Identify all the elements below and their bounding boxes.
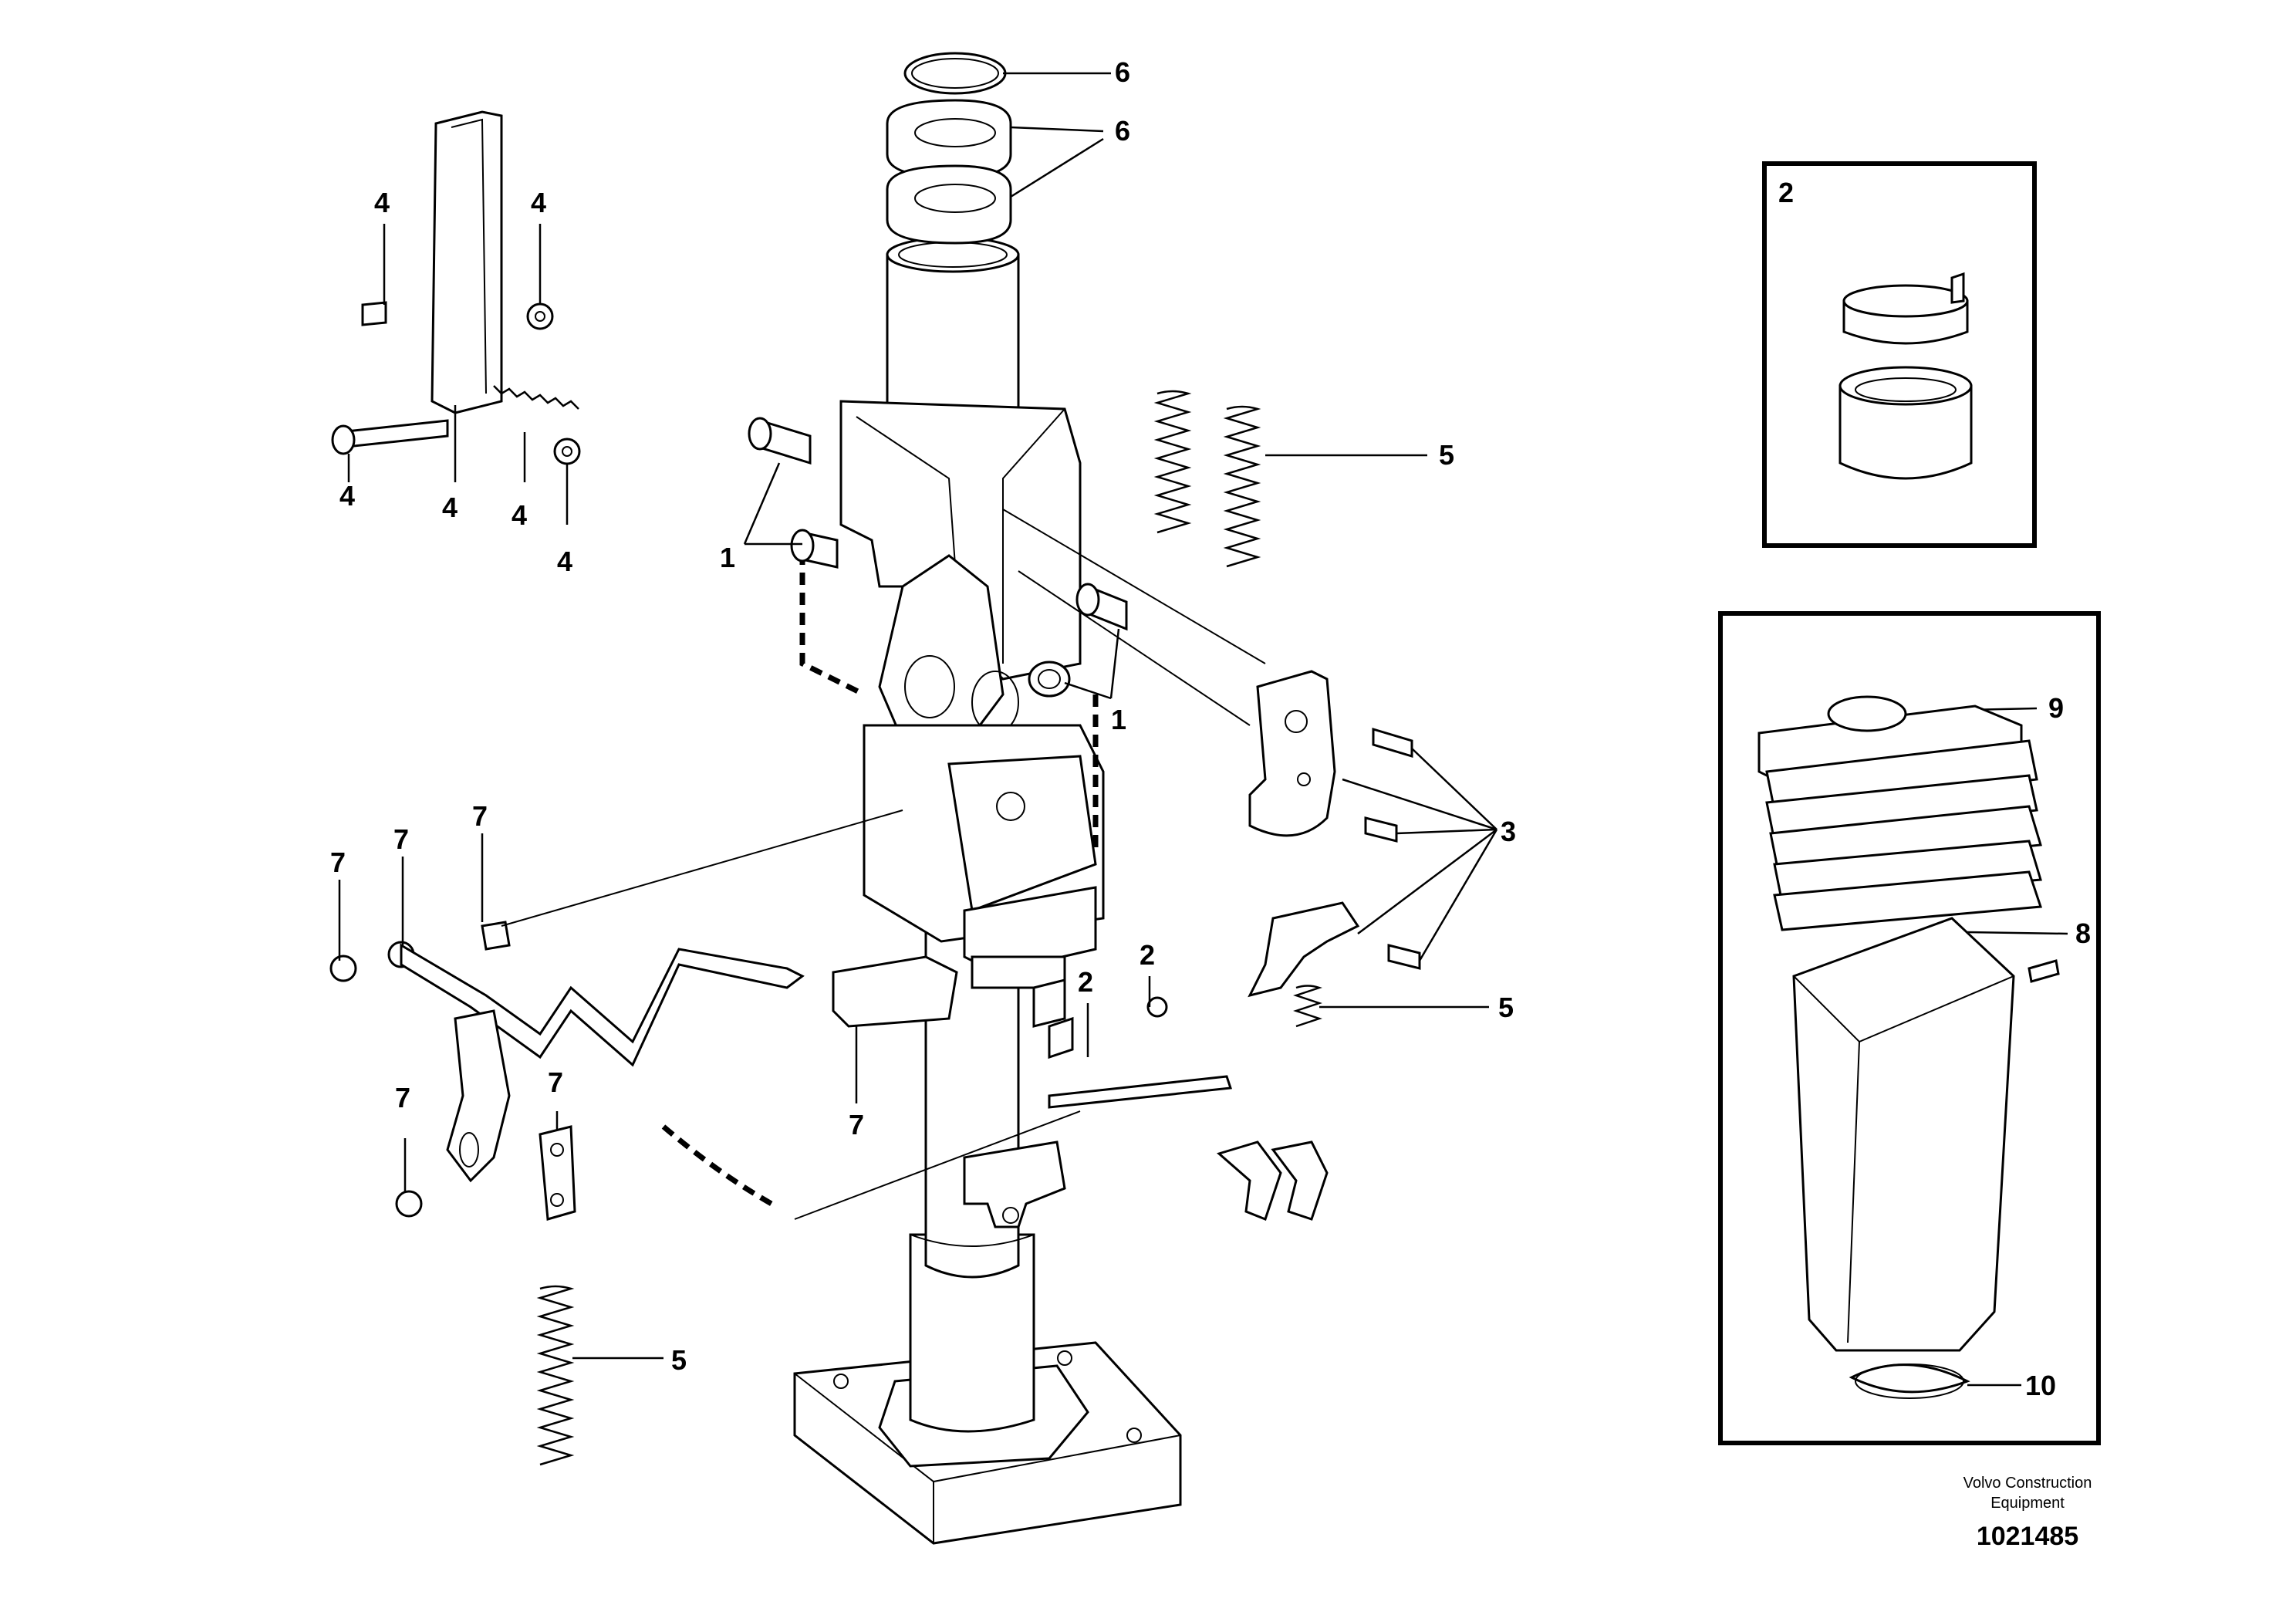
linkage-parts [329, 921, 1329, 1221]
leader-lines [338, 72, 2068, 1387]
bearing-set [886, 52, 1012, 245]
callout-6a: 6 [1115, 56, 1130, 88]
latch-parts [1248, 670, 1421, 998]
callout-9: 9 [2048, 692, 2064, 724]
callout-5a: 5 [1439, 439, 1454, 471]
callout-7f: 7 [548, 1066, 563, 1098]
callout-4e: 4 [512, 499, 527, 531]
callout-4a: 4 [374, 187, 390, 218]
inset-detail-boot [1718, 611, 2101, 1445]
callout-5b: 5 [1498, 992, 1514, 1023]
bushing-parts [748, 417, 1128, 698]
lever-arm-assembly [331, 110, 581, 465]
callout-3: 3 [1501, 816, 1516, 847]
callout-1b: 1 [1111, 704, 1126, 735]
callout-7a: 7 [330, 846, 346, 878]
publisher-credit: Volvo Construction Equipment 1021485 [1963, 1475, 2092, 1551]
callout-7e: 7 [395, 1082, 410, 1113]
steering-column-assembly [661, 236, 1182, 1545]
callout-4b: 4 [531, 187, 546, 218]
callout-7c: 7 [472, 800, 488, 832]
callout-labels: 6 6 4 4 4 4 4 4 5 1 1 3 7 7 7 2 2 5 7 7 … [330, 56, 2091, 1401]
inset-detail-2 [1762, 161, 2037, 548]
callout-2a: 2 [1140, 939, 1155, 971]
callout-2b: 2 [1078, 966, 1093, 998]
spring-parts [536, 390, 1322, 1466]
callout-5c: 5 [671, 1344, 687, 1376]
document-number: 1021485 [1977, 1522, 2078, 1551]
callout-2-inset: 2 [1778, 177, 1794, 208]
callout-10: 10 [2025, 1370, 2056, 1401]
callout-7d: 7 [849, 1109, 864, 1140]
callout-1a: 1 [720, 542, 735, 573]
callout-7b: 7 [393, 823, 409, 855]
credit-line-1: Volvo Construction [1963, 1475, 2092, 1492]
callout-8: 8 [2075, 917, 2091, 949]
callout-6b: 6 [1115, 115, 1130, 147]
credit-line-2: Equipment [1990, 1495, 2065, 1512]
callout-4c: 4 [339, 480, 355, 512]
callout-4d: 4 [442, 492, 458, 523]
callout-4f: 4 [557, 546, 572, 577]
